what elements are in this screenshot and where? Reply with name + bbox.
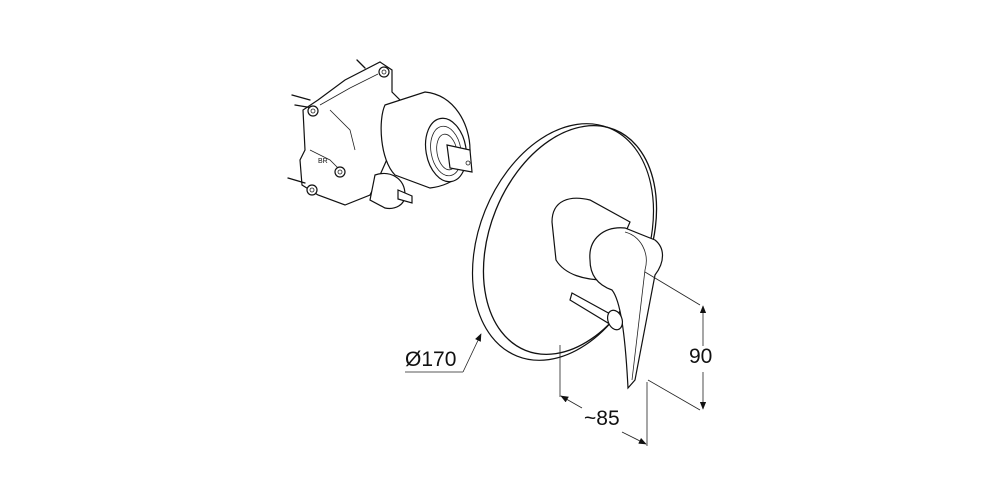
mounting-pins bbox=[287, 59, 390, 196]
mixer-handle bbox=[551, 197, 664, 390]
concealed-valve-body: BR bbox=[287, 59, 473, 210]
spindle bbox=[446, 144, 473, 173]
valve-body-marking: BR bbox=[318, 158, 328, 165]
diameter-label: Ø170 bbox=[405, 348, 457, 371]
depth-label: ~85 bbox=[584, 407, 620, 430]
height-label: 90 bbox=[689, 345, 713, 368]
dimension-lines bbox=[405, 271, 707, 446]
